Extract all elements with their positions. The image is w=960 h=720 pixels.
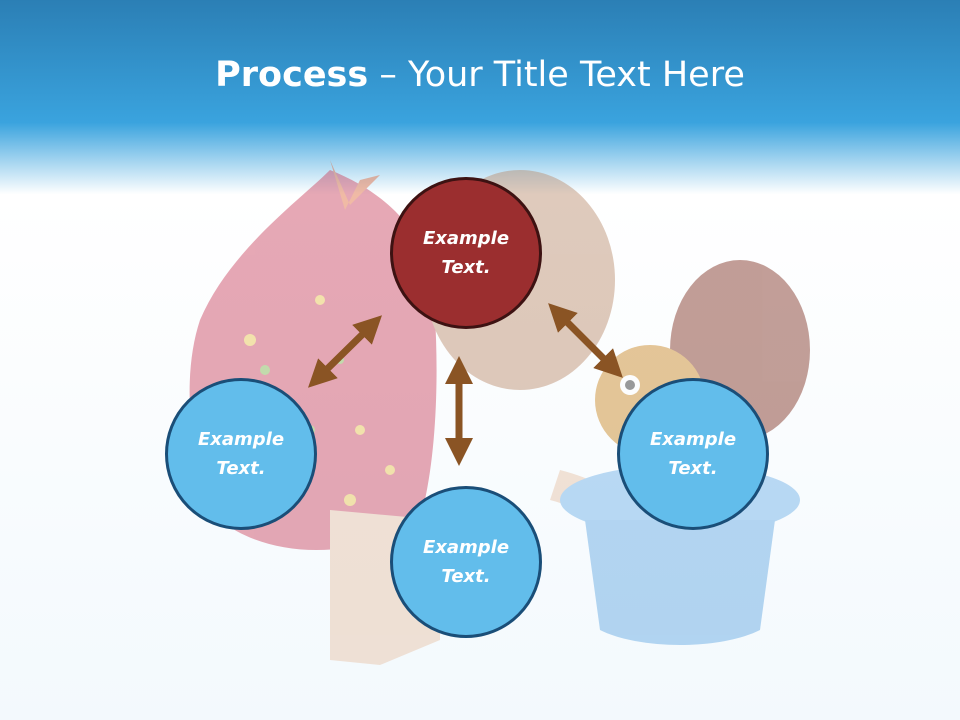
node-left-label: Example Text. — [197, 429, 285, 479]
node-top[interactable]: Example Text. — [390, 177, 542, 329]
arrow-top-left — [308, 315, 382, 388]
node-right[interactable]: Example Text. — [617, 378, 769, 530]
node-left[interactable]: Example Text. — [165, 378, 317, 530]
arrow-top-right — [548, 303, 623, 378]
node-top-label: Example Text. — [422, 228, 510, 278]
node-right-label: Example Text. — [649, 429, 737, 479]
slide-title: Process – Your Title Text Here — [0, 52, 960, 98]
node-bottom[interactable]: Example Text. — [390, 486, 542, 638]
title-bold-part: Process — [215, 55, 369, 95]
node-bottom-label: Example Text. — [422, 537, 510, 587]
title-rest-part: – Your Title Text Here — [368, 55, 745, 95]
